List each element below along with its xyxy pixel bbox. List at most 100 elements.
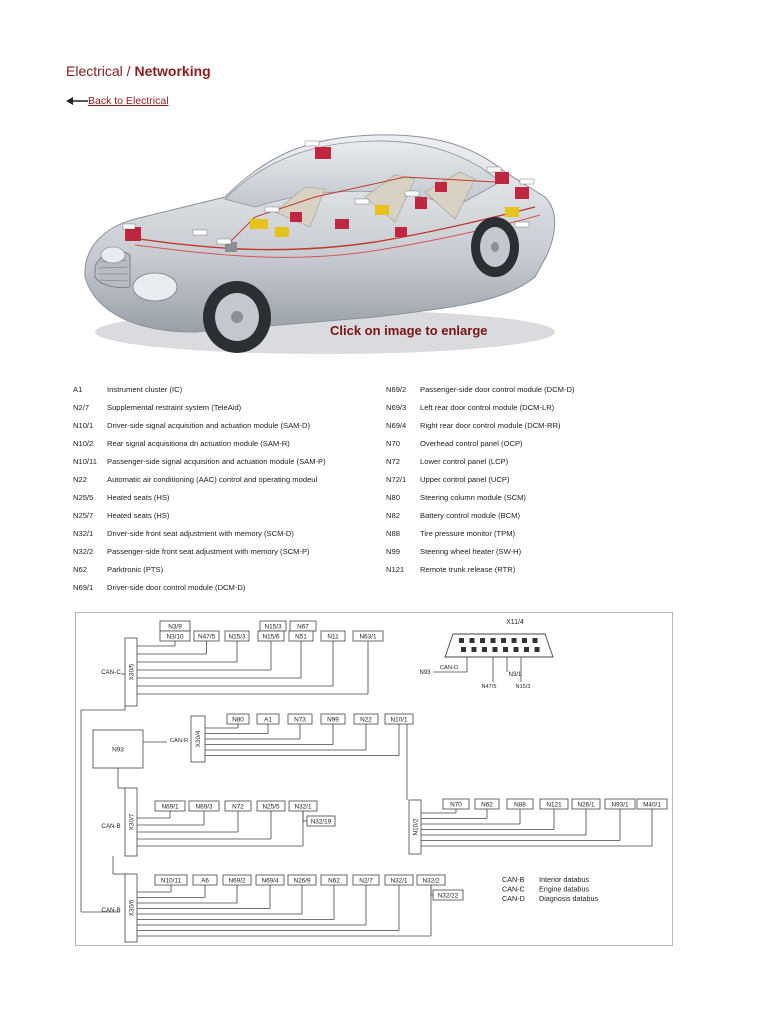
- key-bus: CAN-D: [502, 894, 525, 903]
- obd-pin: [482, 647, 487, 652]
- module-label: N32/19: [311, 818, 332, 825]
- module-label: N32/1: [390, 877, 407, 884]
- module-box: N25/5: [257, 801, 285, 811]
- module-label: N32/2: [422, 877, 439, 884]
- legend-description: Passenger-side signal acquisition and ac…: [107, 457, 326, 466]
- legend-code: N62: [73, 565, 87, 574]
- bus-label-can-r: CAN-R: [170, 738, 188, 744]
- module-box: N93/1: [605, 799, 635, 809]
- module-label: N3/9: [168, 623, 182, 630]
- module-label: N15/6: [262, 633, 279, 640]
- bus-label-can-b: CAN-B: [101, 907, 120, 914]
- legend-description: Steering column module (SCM): [420, 493, 526, 502]
- module-label: N69/3: [195, 803, 212, 810]
- obd-pin: [533, 638, 538, 643]
- module-box: N26/1: [572, 799, 600, 809]
- diag-output-label: N15/3: [516, 684, 531, 690]
- obd-pin: [535, 647, 540, 652]
- legend-description: Instrument cluster (IC): [107, 385, 182, 394]
- legend-description: Rear signal acquisitiona dn actuation mo…: [107, 439, 290, 448]
- module-label: N25/5: [262, 803, 279, 810]
- legend-description: Driver-side front seat adjustment with m…: [107, 529, 294, 538]
- obd-pin: [524, 647, 529, 652]
- module-label: N72: [232, 803, 244, 810]
- legend-description: Right rear door control module (DCM-RR): [420, 421, 561, 430]
- module-box: N32/1: [289, 801, 317, 811]
- legend-description: Overhead control panel (OCP): [420, 439, 523, 448]
- legend-description: Driver-side signal acquisition and actua…: [107, 421, 310, 430]
- legend-code: N32/1: [73, 529, 93, 538]
- module-label: N3/10: [166, 633, 183, 640]
- legend-code: N69/4: [386, 421, 406, 430]
- module-label: N32/22: [438, 892, 459, 899]
- module-label: N10/1: [390, 716, 407, 723]
- connector-label: X30/5: [129, 663, 136, 680]
- module-label: N69/2: [228, 877, 245, 884]
- connector-x11-4-label: X11/4: [506, 619, 524, 626]
- legend-description: Passenger-side door control module (DCM-…: [420, 385, 574, 394]
- module-box: N3/9: [160, 621, 190, 631]
- car-networking-image[interactable]: Click on image to enlarge: [75, 127, 565, 367]
- module-label: N73: [294, 716, 306, 723]
- module-label: N69/4: [261, 877, 278, 884]
- legend-code: N99: [386, 547, 400, 556]
- legend-code: N70: [386, 439, 400, 448]
- module-label: N80: [232, 716, 244, 723]
- back-to-electrical-link[interactable]: Back to Electrical: [88, 95, 169, 107]
- connector-label: X30/4: [195, 730, 202, 747]
- obd-pin: [459, 638, 464, 643]
- module-label: M40/1: [643, 801, 661, 808]
- key-bus: CAN-B: [502, 875, 525, 884]
- key-bus: CAN-C: [502, 885, 525, 894]
- legend-code: N22: [73, 475, 87, 484]
- module-label: N51: [295, 633, 307, 640]
- legend-description: Left rear door control module (DCM-LR): [420, 403, 554, 412]
- module-label: N47/5: [198, 633, 215, 640]
- obd-pin: [480, 638, 485, 643]
- obd-pin: [501, 638, 506, 643]
- legend-code: N72: [386, 457, 400, 466]
- module-label: N93/1: [611, 801, 628, 808]
- diag-bus-label: CAN-D: [440, 665, 458, 671]
- module-label: N10/11: [161, 877, 182, 884]
- obd-pin: [470, 638, 475, 643]
- obd-pin: [491, 638, 496, 643]
- key-description: Interior databus: [539, 875, 589, 884]
- module-box: N2/7: [353, 875, 379, 885]
- obd-pin: [522, 638, 527, 643]
- module-box: N47/5: [194, 631, 219, 641]
- obd-pin: [512, 638, 517, 643]
- legend-description: Heated seats (HS): [107, 493, 169, 502]
- connector-label: N10/2: [413, 818, 420, 835]
- gateway-n93: N93: [93, 730, 143, 768]
- legend-code: A1: [73, 385, 82, 394]
- module-box: N15/6: [258, 631, 284, 641]
- back-link-row[interactable]: Back to Electrical: [66, 95, 169, 107]
- obd-connector: [445, 634, 553, 657]
- module-box: N69/2: [223, 875, 251, 885]
- legend-code: N80: [386, 493, 400, 502]
- module-label: N99: [327, 716, 339, 723]
- module-box: N26/9: [288, 875, 316, 885]
- module-box: N63/1: [353, 631, 383, 641]
- module-box: N70: [443, 799, 469, 809]
- legend-description: Parktronic (PTS): [107, 565, 163, 574]
- module-box: N11: [321, 631, 345, 641]
- legend-code: N2/7: [73, 403, 89, 412]
- module-box: A1: [257, 714, 279, 724]
- legend-code: N82: [386, 511, 400, 520]
- legend-description: Heated seats (HS): [107, 511, 169, 520]
- legend-description: Upper control panel (UCP): [420, 475, 509, 484]
- legend-code: N121: [386, 565, 404, 574]
- connector-label: X30/6: [129, 899, 136, 916]
- module-box: N32/19: [307, 816, 335, 826]
- module-box: N121: [540, 799, 568, 809]
- module-label: N2/7: [359, 877, 373, 884]
- legend-description: Passenger-side front seat adjustment wit…: [107, 547, 310, 556]
- module-box: N73: [288, 714, 312, 724]
- module-label: N15/3: [264, 623, 281, 630]
- module-box: N32/1: [385, 875, 413, 885]
- legend-code: N69/2: [386, 385, 406, 394]
- obd-pin: [472, 647, 477, 652]
- module-label: N15/3: [228, 633, 245, 640]
